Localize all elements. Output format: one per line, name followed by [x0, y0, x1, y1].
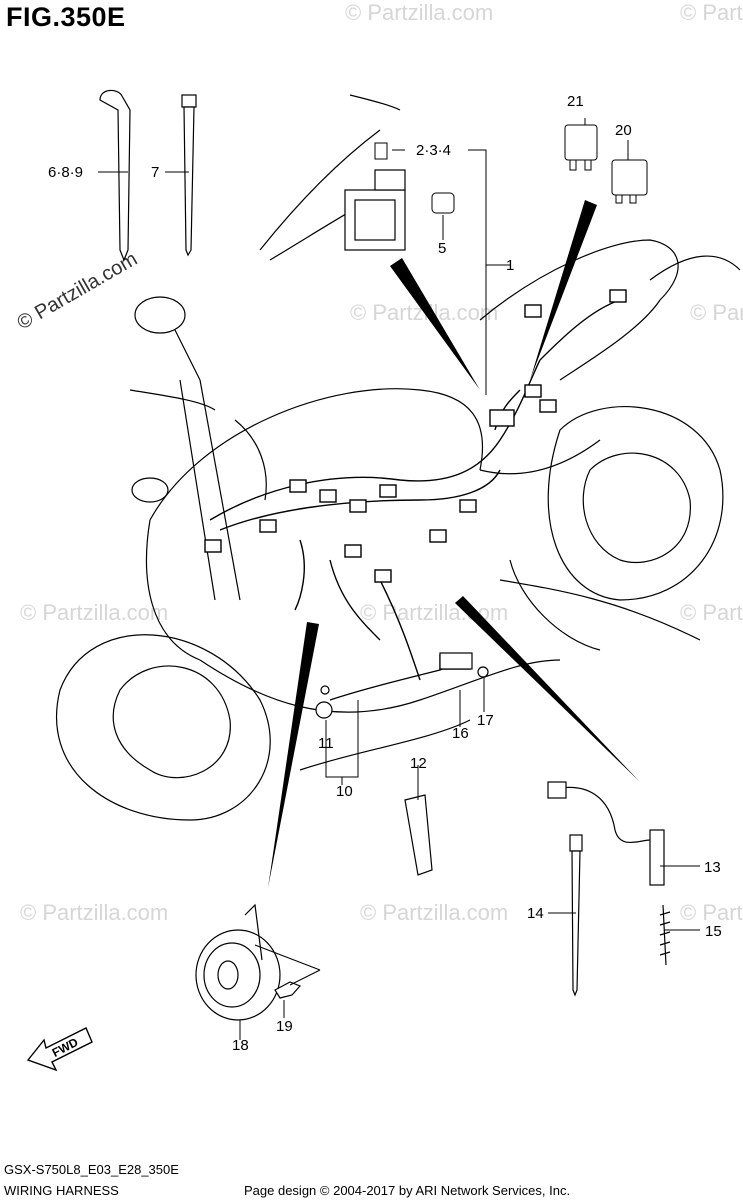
- callout-21: 21: [567, 93, 584, 110]
- callout-19: 19: [276, 1018, 293, 1035]
- sensor-11-part: [315, 685, 333, 719]
- diode-part: [431, 192, 455, 214]
- callout-17: 17: [477, 712, 494, 729]
- cable-tie-7: [181, 94, 197, 257]
- leader-lines: [98, 118, 700, 1040]
- fuse-part: [374, 142, 388, 160]
- sensor-13-part: [547, 781, 665, 886]
- callout-16: 16: [452, 725, 469, 742]
- callout-11: 11: [318, 735, 334, 752]
- diagram-code: GSX-S750L8_E03_E28_350E: [4, 1162, 179, 1177]
- cable-tie-689: [99, 89, 131, 262]
- watermark-text: © Partzilla.com: [360, 900, 508, 925]
- bracket-12-part: [404, 794, 433, 876]
- screw-17-part: [477, 666, 489, 678]
- watermark-text: © Partzilla.com: [690, 300, 743, 325]
- callout-1: 1: [506, 257, 514, 274]
- spring-15-part: [659, 904, 671, 966]
- callout-6-8-9: 6·8·9: [48, 164, 83, 181]
- callout-18: 18: [232, 1037, 249, 1054]
- diagram-name: WIRING HARNESS: [4, 1183, 119, 1198]
- wiring-harness: [204, 289, 627, 701]
- callouts: 2·3·4 1 5 6·8·9 7 21 20 11 10 12 16 17 1…: [48, 93, 722, 1054]
- fwd-arrow-icon: FWD: [26, 1027, 93, 1072]
- watermark-text: © Partzilla.com: [20, 600, 168, 625]
- watermark-text: © Partzilla.com: [345, 0, 493, 25]
- callout-2-3-4: 2·3·4: [416, 142, 451, 159]
- fuse-box: [259, 94, 406, 261]
- watermark-text: © Partzilla.com: [20, 900, 168, 925]
- bolt-19-part: [274, 981, 302, 999]
- motorcycle-outline: [55, 239, 741, 821]
- watermark-text: © Partzilla.com: [680, 900, 743, 925]
- callout-13: 13: [704, 859, 721, 876]
- callout-20: 20: [615, 122, 632, 139]
- watermark-text: © Partzilla.com: [680, 600, 743, 625]
- cable-tie-14-part: [569, 834, 583, 997]
- callout-10: 10: [336, 783, 353, 800]
- callout-15: 15: [705, 923, 722, 940]
- figure-title: FIG.350E: [6, 2, 126, 32]
- pointer-wedges: [268, 200, 640, 888]
- relay-20-part: [611, 159, 648, 204]
- watermark-text: © Partzilla.com: [680, 0, 743, 25]
- relay-21-part: [564, 124, 598, 171]
- switch-16-part: [439, 652, 473, 670]
- callout-5: 5: [438, 240, 446, 257]
- copyright-text: Page design © 2004-2017 by ARI Network S…: [244, 1183, 571, 1198]
- watermark-text: © Partzilla.com: [14, 248, 142, 334]
- callout-7: 7: [151, 164, 159, 181]
- callout-14: 14: [527, 905, 544, 922]
- callout-12: 12: [410, 755, 427, 772]
- horn-18-part: [195, 903, 281, 1021]
